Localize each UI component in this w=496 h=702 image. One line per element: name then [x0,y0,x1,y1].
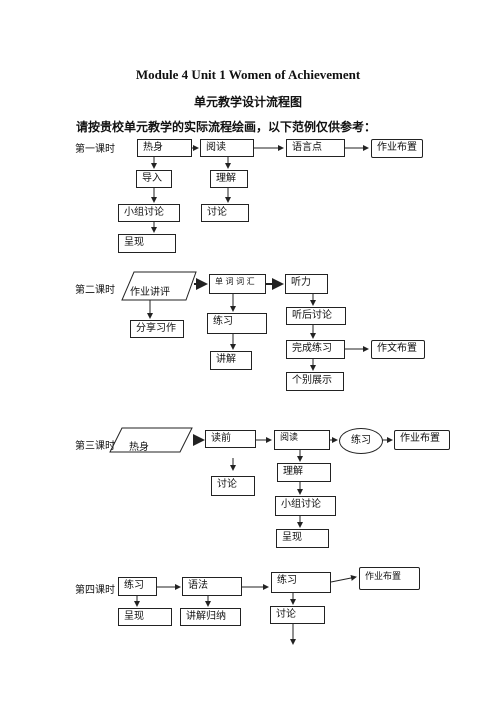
arrow-l4-practice2-homework [330,575,357,583]
l2-individual-show-box: 个别展示 [286,372,344,391]
l1-warmup-box: 热身 [137,139,192,157]
l2-explain-box: 讲解 [210,351,252,370]
l4-presentation-box: 呈现 [118,608,172,626]
l1-reading-box: 阅读 [200,139,254,157]
l2-composition-box: 作文布置 [371,340,425,359]
l1-presentation-box: 呈现 [118,234,176,253]
l3-practice-ellipse: 练习 [339,428,383,454]
lesson3-label: 第三课时 [75,441,115,452]
l2-homework-review-shape [121,271,197,301]
l4-discussion-box: 讨论 [270,606,325,624]
l2-post-listening-discussion-box: 听后讨论 [286,307,346,325]
l4-explain-summarize-box: 讲解归纳 [180,608,241,626]
l3-pre-reading-box: 读前 [205,430,256,448]
l1-comprehension-box: 理解 [210,170,248,188]
l1-group-discussion-box: 小组讨论 [118,204,180,222]
lesson4-label: 第四课时 [75,585,115,596]
l1-discussion-box: 讨论 [201,204,249,222]
l2-listening-box: 听力 [285,274,328,294]
page-subtitle: 单元教学设计流程图 [193,95,302,109]
module-title: Module 4 Unit 1 Women of Achievement [135,67,361,82]
l4-homework-box: 作业布置 [359,567,420,590]
l2-complete-exercise-box: 完成练习 [286,340,345,359]
instruction-text: 请按贵校单元教学的实际流程绘画，以下范例仅供参考： [76,120,377,134]
l3-warmup-text: 热身 [129,442,149,453]
l4-grammar-box: 语法 [182,577,242,596]
lesson1-label: 第一课时 [75,144,115,155]
l3-homework-box: 作业布置 [394,430,450,450]
l4-practice-box: 练习 [118,577,157,596]
l3-reading-box: 阅读 [274,430,330,450]
l2-homework-review-text: 作业讲评 [130,287,170,298]
l1-language-points-box: 语言点 [286,139,345,157]
l3-discussion-box: 讨论 [211,476,255,496]
l3-presentation-box: 呈现 [276,529,329,548]
l4-practice2-box: 练习 [271,572,331,593]
l1-homework-box: 作业布置 [371,139,423,158]
l2-practice-box: 练习 [207,313,267,334]
l3-warmup-shape [109,427,193,453]
l1-lead-in-box: 导入 [136,170,172,188]
lesson2-label: 第二课时 [75,285,115,296]
l2-share-homework-box: 分享习作 [130,320,184,338]
l2-vocabulary-box: 单 词 词 汇 [209,274,266,294]
l3-group-discussion-box: 小组讨论 [275,496,336,516]
l3-comprehension-box: 理解 [277,463,331,482]
